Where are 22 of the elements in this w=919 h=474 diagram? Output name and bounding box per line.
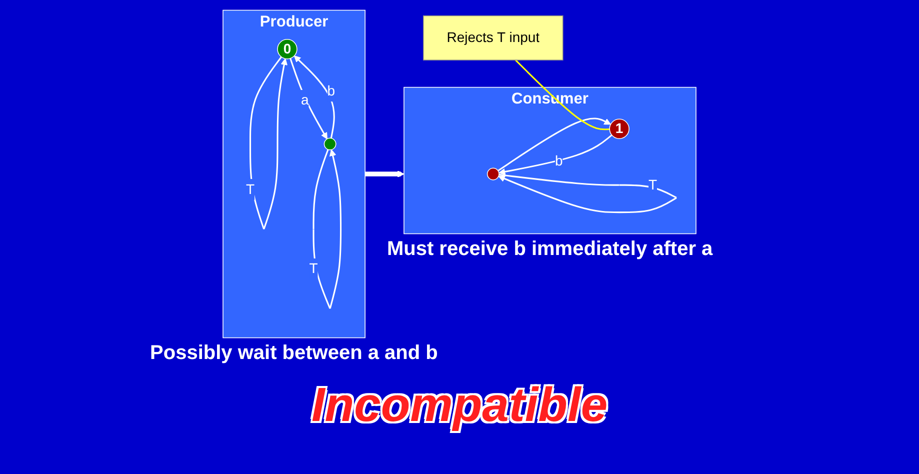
arrow bbox=[498, 118, 611, 172]
panel-caption: Possibly wait between a and b bbox=[150, 342, 438, 365]
edge-label: b bbox=[327, 83, 336, 99]
arrow bbox=[498, 174, 677, 214]
edge-label: T bbox=[648, 176, 658, 192]
arrow bbox=[290, 58, 328, 140]
arrow bbox=[294, 56, 335, 138]
arrow bbox=[312, 149, 342, 309]
edge-label: T bbox=[309, 260, 318, 276]
node-circle bbox=[486, 168, 500, 180]
panel-caption: Must receive b immediately after a bbox=[386, 238, 713, 261]
arrow bbox=[249, 56, 288, 230]
edge-label: a bbox=[300, 92, 309, 108]
node-circle: 1 bbox=[609, 118, 630, 139]
stamp-text: Incompatible bbox=[311, 378, 608, 433]
edge-label: b bbox=[554, 153, 563, 169]
node-circle bbox=[324, 138, 336, 150]
arrow bbox=[365, 170, 404, 178]
node-circle: 0 bbox=[277, 39, 298, 60]
node-box: Rejects T input bbox=[423, 15, 564, 60]
edge-label: T bbox=[246, 181, 255, 197]
arrow bbox=[498, 134, 612, 176]
